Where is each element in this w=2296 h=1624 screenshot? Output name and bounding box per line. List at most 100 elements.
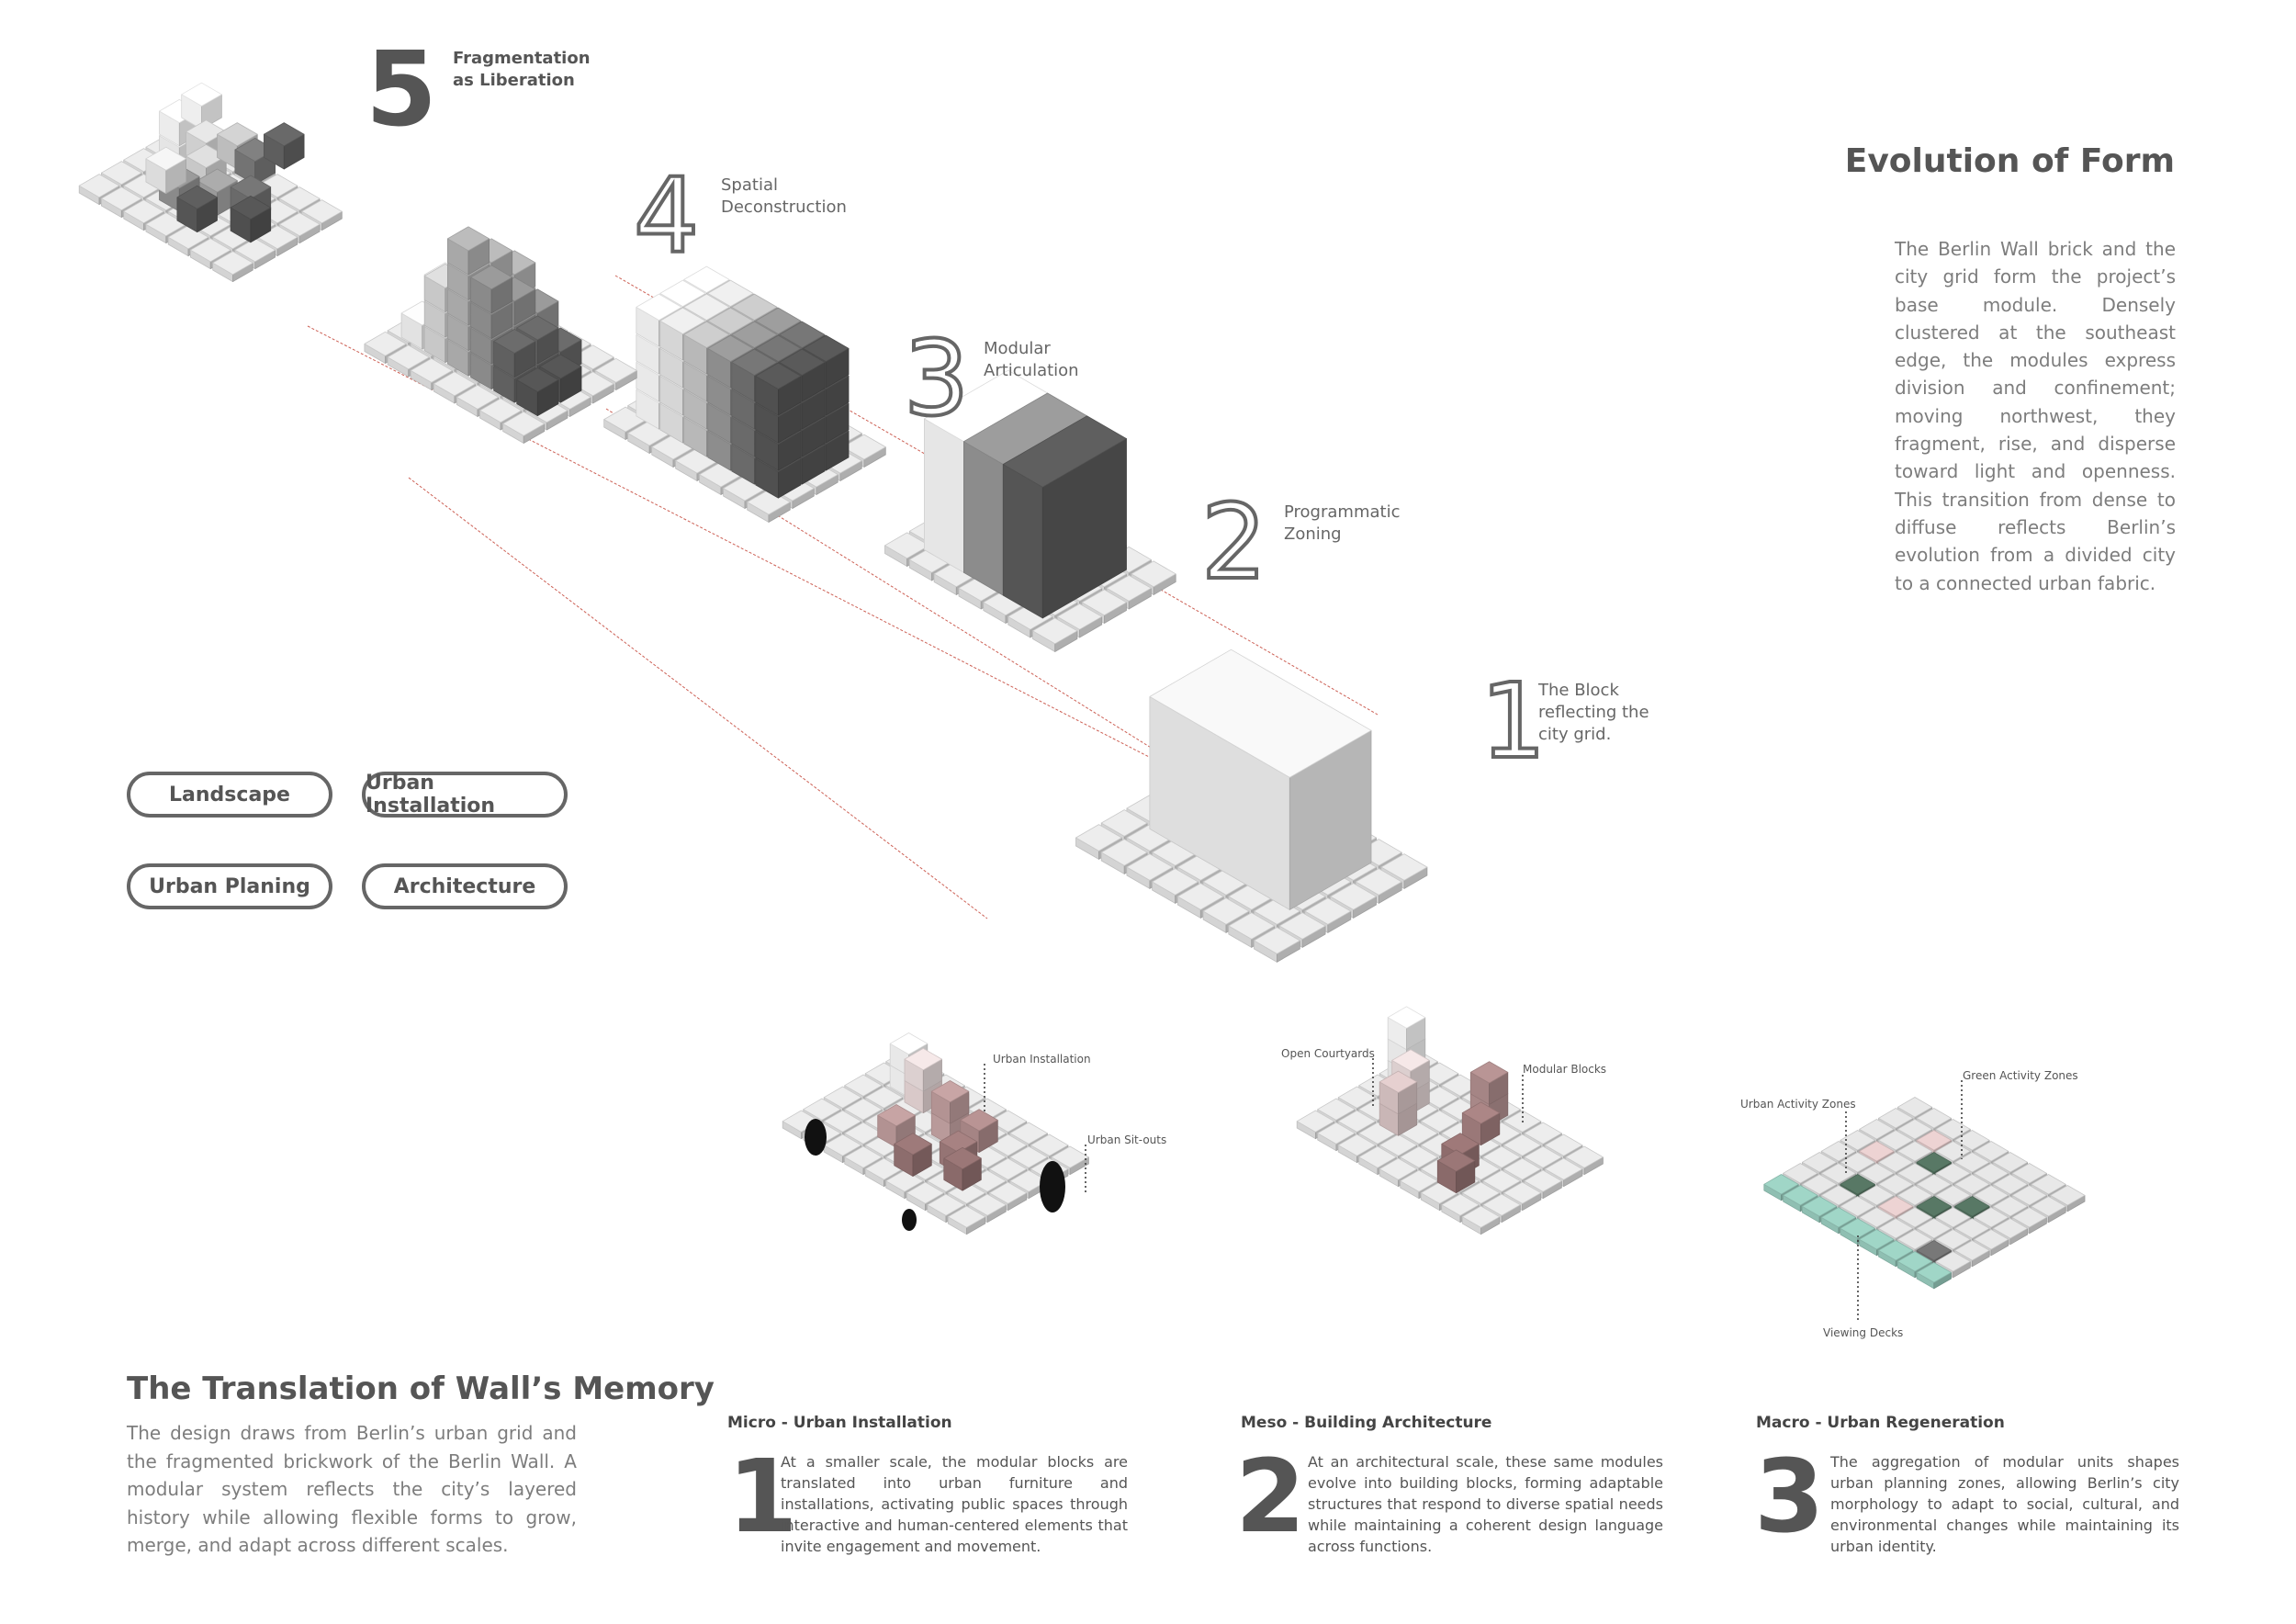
tag-urban-planning[interactable]: Urban Planing — [127, 863, 332, 909]
macro-grid-tile-top — [1840, 1174, 1875, 1195]
macro-grid-tile-top — [1992, 1196, 2029, 1217]
stage3-cube-top — [779, 321, 826, 349]
annotation-urban-installation: Urban Installation — [993, 1053, 1091, 1066]
stage4-cube-top — [470, 265, 513, 290]
micro-block-top — [889, 1032, 929, 1055]
macro-grid-tile-top — [1954, 1240, 1990, 1261]
macro-grid-tile-top — [1935, 1251, 1971, 1272]
tag-landscape[interactable]: Landscape — [127, 772, 332, 818]
micro-number: 1 — [727, 1438, 798, 1555]
stage2-grid-tile-top — [1131, 560, 1176, 588]
annotation-green-activity-zones: Green Activity Zones — [1963, 1069, 2078, 1082]
macro-grid-tile-top — [1878, 1108, 1914, 1129]
macro-grid-tile-top — [1878, 1240, 1914, 1261]
stage4-cube-top — [516, 367, 559, 393]
micro-grid-tile-top — [968, 1193, 1007, 1216]
micro-block-top — [943, 1146, 982, 1170]
micro-grid-tile-top — [906, 1181, 945, 1204]
stage5-cube-top — [197, 168, 238, 193]
stage5-grid-tile-top — [234, 238, 276, 263]
macro-grid-tile-top — [1916, 1262, 1952, 1283]
macro-grid-tile-top — [1992, 1174, 2029, 1195]
stage2-zone-c-top — [1002, 415, 1127, 488]
stage3-cube-top — [731, 348, 778, 377]
micro-grid-tile-top — [782, 1110, 821, 1133]
macro-grid-tile-top — [1973, 1229, 2009, 1250]
meso-title: Meso - Building Architecture — [1241, 1414, 1492, 1432]
stage5-cube-top — [181, 82, 222, 107]
micro-grid-tile-top — [1030, 1133, 1069, 1156]
macro-grid-tile-top — [1973, 1185, 2009, 1206]
macro-grid-tile-top — [1954, 1130, 1990, 1151]
macro-grid-tile-top — [1992, 1152, 2029, 1173]
meso-grid-tile-top — [1503, 1181, 1542, 1204]
meso-grid-tile-top — [1337, 1110, 1377, 1133]
micro-block-top — [894, 1133, 932, 1156]
stage-3-label: Modular Articulation — [984, 339, 1079, 380]
stage3-cube-top — [659, 279, 706, 308]
stage3-grid-tile-top — [842, 434, 886, 460]
macro-grid-tile-top — [1859, 1141, 1895, 1162]
meso-grid-tile-top — [1544, 1157, 1583, 1180]
macro-grid-tile-top — [1973, 1141, 2009, 1162]
stage3-cube-top — [683, 265, 730, 294]
micro-block-top — [960, 1109, 998, 1132]
meso-grid-tile-top — [1503, 1157, 1542, 1180]
macro-grid-tile-top — [1878, 1218, 1914, 1239]
macro-grid-tile-top — [2050, 1185, 2086, 1206]
translation-description: The design draws from Berlin’s urban gri… — [127, 1422, 577, 1556]
micro-grid-tile-top — [823, 1133, 862, 1156]
stage3-cube-top — [755, 334, 802, 363]
meso-grid-tile-top — [1337, 1133, 1377, 1156]
micro-title: Micro - Urban Installation — [727, 1414, 952, 1432]
macro-grid-tile-top — [1802, 1152, 1838, 1173]
stage-2-number: 2 — [1199, 483, 1268, 603]
stage3-cube-top — [755, 362, 802, 390]
macro-grid-tile-top — [1896, 1163, 1933, 1184]
tag-architecture[interactable]: Architecture — [362, 863, 568, 909]
macro-grid-tile-top — [1802, 1196, 1838, 1217]
macro-grid-tile-top — [1896, 1141, 1933, 1162]
meso-grid-tile-top — [1524, 1169, 1562, 1192]
stage-1-label: The Block reflecting the city grid. — [1538, 681, 1649, 744]
macro-grid-tile-top — [1896, 1207, 1933, 1228]
stage4-grid-tile-top — [502, 411, 546, 436]
macro-grid-tile-top — [1783, 1185, 1818, 1206]
macro-grid-tile-top — [1840, 1218, 1875, 1239]
stage5-cube-top — [145, 146, 187, 171]
stage3-cube-top — [803, 334, 850, 363]
macro-grid-tile-top — [1878, 1152, 1914, 1173]
meso-grid-tile-top — [1317, 1122, 1356, 1145]
translation-title: The Translation of Wall’s Memory — [127, 1370, 715, 1407]
meso-grid-tile-top — [1296, 1110, 1335, 1133]
meso-grid-tile-top — [1461, 1181, 1501, 1204]
macro-grid-tile-top — [1859, 1119, 1895, 1140]
annotation-viewing-decks: Viewing Decks — [1823, 1326, 1904, 1339]
macro-grid-tile-top — [1935, 1185, 1971, 1206]
person-sitting-icon — [1040, 1161, 1065, 1212]
micro-grid-tile-top — [988, 1157, 1028, 1180]
stage-3-number: 3 — [902, 320, 971, 439]
stage4-grid-tile-top — [479, 398, 523, 423]
micro-grid-tile-top — [988, 1110, 1028, 1133]
macro-grid-tile-top — [2031, 1174, 2066, 1195]
stage5-grid-tile-top — [278, 186, 321, 211]
stage3-cube-top — [636, 293, 682, 321]
macro-grid-tile-top — [1820, 1207, 1856, 1228]
tag-urban-installation[interactable]: Urban Installation — [362, 772, 568, 818]
stage4-grid-tile-top — [364, 331, 407, 356]
stage3-cube-top — [707, 307, 754, 335]
meso-block-top — [1391, 1049, 1430, 1072]
micro-grid-tile-top — [947, 1205, 986, 1228]
meso-grid-tile-top — [1524, 1122, 1562, 1145]
macro-grid-tile-top — [1820, 1185, 1856, 1206]
stage3-cube-top — [707, 334, 754, 363]
micro-grid-tile-top — [823, 1086, 862, 1109]
annotation-modular-blocks: Modular Blocks — [1523, 1063, 1607, 1076]
stage3-cube-top — [707, 279, 754, 308]
evolution-description: The Berlin Wall brick and the city grid … — [1895, 238, 2176, 594]
stage1-grid-tile-top — [1330, 883, 1377, 910]
stage5-grid-tile-top — [212, 251, 253, 276]
stage1-block-top — [1149, 648, 1372, 778]
micro-text: At a smaller scale, the modular blocks a… — [781, 1453, 1128, 1555]
